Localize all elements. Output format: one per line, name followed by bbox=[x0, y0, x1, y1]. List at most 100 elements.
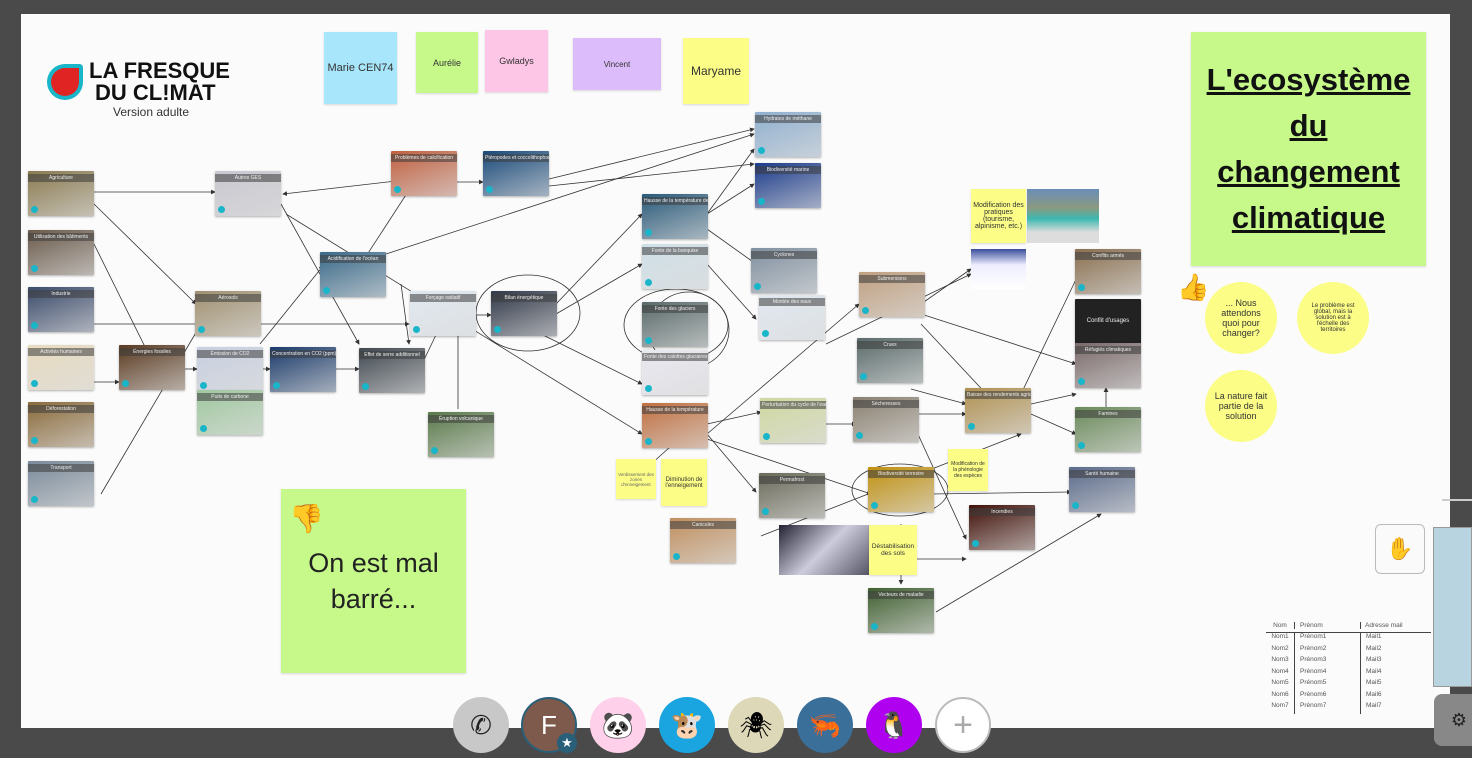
card-title: Bilan énergétique bbox=[491, 294, 557, 302]
ski-photo[interactable] bbox=[971, 249, 1026, 289]
participant-avatar[interactable]: 🐼 bbox=[590, 697, 646, 753]
idea-circle[interactable]: La nature fait partie de la solution bbox=[1205, 370, 1277, 442]
fresque-card[interactable]: Biodiversité marine bbox=[755, 163, 821, 208]
card-number-badge bbox=[362, 383, 369, 390]
note[interactable]: Verdissement des zones d'enneigement bbox=[616, 459, 656, 499]
user-avatar[interactable]: F★ bbox=[521, 697, 577, 753]
fresque-card[interactable]: Bilan énergétique bbox=[491, 291, 557, 336]
add-participant-button[interactable]: + bbox=[935, 697, 991, 753]
fresque-card[interactable]: Forçage radiatif bbox=[410, 291, 476, 336]
fresque-card[interactable]: Effet de serre additionnel bbox=[359, 348, 425, 393]
table-cell: Mail6 bbox=[1360, 690, 1420, 702]
participant-avatar[interactable]: 🕷 bbox=[728, 697, 784, 753]
fresque-card[interactable]: Submersions bbox=[859, 272, 925, 317]
gear-icon: ⚙ bbox=[1450, 709, 1468, 730]
fresque-card[interactable]: Perturbation du cycle de l'eau bbox=[760, 398, 826, 443]
fresque-card[interactable]: Concentration en CO2 (ppm) bbox=[270, 347, 336, 392]
zoom-slider[interactable] bbox=[1442, 499, 1472, 501]
fresque-card[interactable]: Activités humaines bbox=[28, 345, 94, 390]
card-title: Industrie bbox=[28, 290, 94, 298]
mountain-photo[interactable] bbox=[779, 525, 869, 575]
fresque-card[interactable]: Autres GES bbox=[215, 171, 281, 216]
fresque-card[interactable]: Fonte de la banquise bbox=[642, 244, 708, 289]
card-number-badge bbox=[31, 265, 38, 272]
fresque-card[interactable]: Permafrost bbox=[759, 473, 825, 518]
fresque-card[interactable]: Crues bbox=[857, 338, 923, 383]
fresque-card[interactable]: Montée des eaux bbox=[759, 295, 825, 340]
fresque-card[interactable]: Biodiversité terrestre bbox=[868, 467, 934, 512]
fresque-card[interactable]: Utilisation des bâtiments bbox=[28, 230, 94, 275]
fresque-card[interactable]: Vecteurs de maladie bbox=[868, 588, 934, 633]
fresque-card[interactable]: Ptéropodes et coccolithophores bbox=[483, 151, 549, 196]
mood-note[interactable]: On est mal barré... bbox=[281, 489, 466, 673]
fresque-card[interactable]: Famines bbox=[1075, 407, 1141, 452]
fresque-card[interactable]: Conflit d'usages bbox=[1075, 299, 1141, 344]
fresque-card[interactable]: Cyclones bbox=[751, 248, 817, 293]
logo-line2: DU CL!MAT bbox=[95, 80, 216, 105]
card-title: Déforestation bbox=[28, 405, 94, 413]
table-cell: Prénom6 bbox=[1294, 690, 1360, 702]
participant-note[interactable]: Aurélie bbox=[416, 32, 478, 93]
participant-avatar[interactable]: 🦐 bbox=[797, 697, 853, 753]
whiteboard-canvas[interactable]: LA FRESQUE DU CL!MAT Version adulte Mari… bbox=[21, 14, 1450, 728]
fresque-card[interactable]: Déforestation bbox=[28, 402, 94, 447]
idea-circle[interactable]: ... Nous attendons quoi pour changer? bbox=[1205, 282, 1277, 354]
card-number-badge bbox=[122, 380, 129, 387]
fresque-card[interactable]: Fonte des calottes glaciaires bbox=[642, 350, 708, 395]
fresque-card[interactable]: Fonte des glaciers bbox=[642, 302, 708, 347]
logo-subtitle: Version adulte bbox=[113, 105, 190, 119]
settings-button[interactable]: ⚙ bbox=[1434, 694, 1472, 746]
card-title: Transport bbox=[28, 464, 94, 472]
fresque-card[interactable]: Aérosols bbox=[195, 291, 261, 336]
fresque-card[interactable]: Canicules bbox=[670, 518, 736, 563]
participant-note[interactable]: Vincent bbox=[573, 38, 661, 90]
card-number-badge bbox=[494, 326, 501, 333]
fresque-card[interactable]: Conflits armés bbox=[1075, 249, 1141, 294]
fresque-card[interactable]: Hydrates de méthane bbox=[755, 112, 821, 157]
fresque-card[interactable]: Transport bbox=[28, 461, 94, 506]
minimap[interactable] bbox=[1433, 527, 1472, 687]
participant-avatar[interactable]: 🐧 bbox=[866, 697, 922, 753]
card-number-badge bbox=[763, 433, 770, 440]
thumbs-down-icon: 👎 bbox=[289, 503, 324, 534]
card-number-badge bbox=[394, 186, 401, 193]
note[interactable]: Modification des pratiques (tourisme, al… bbox=[971, 189, 1026, 243]
fresque-card[interactable]: Problèmes de calcification bbox=[391, 151, 457, 196]
pan-hand-button[interactable]: ✋ bbox=[1375, 524, 1425, 574]
card-title: Concentration en CO2 (ppm) bbox=[270, 350, 336, 358]
fresque-card[interactable]: Agriculture bbox=[28, 171, 94, 216]
card-number-badge bbox=[645, 385, 652, 392]
title-note[interactable]: L'ecosystème du changement climatique bbox=[1191, 32, 1426, 266]
hand-icon: ✋ bbox=[1386, 536, 1414, 561]
card-number-badge bbox=[31, 437, 38, 444]
participant-note[interactable]: Gwladys bbox=[485, 30, 548, 92]
fresque-card[interactable]: Santé humaine bbox=[1069, 467, 1135, 512]
fresque-card[interactable]: Baisse des rendements agricoles bbox=[965, 388, 1031, 433]
card-number-badge bbox=[762, 330, 769, 337]
note[interactable]: Déstabilisation des sols bbox=[869, 525, 917, 575]
participant-note[interactable]: Marie CEN74 bbox=[324, 32, 397, 104]
fresque-card[interactable]: Acidification de l'océan bbox=[320, 252, 386, 297]
fresque-card[interactable]: Puits de carbone bbox=[197, 390, 263, 435]
participant-avatar[interactable]: 🐮 bbox=[659, 697, 715, 753]
phone-button[interactable]: ✆ bbox=[453, 697, 509, 753]
fresque-card[interactable]: Industrie bbox=[28, 287, 94, 332]
note[interactable]: Modification de la phénologie des espèce… bbox=[948, 449, 988, 491]
fresque-card[interactable]: Énergies fossiles bbox=[119, 345, 185, 390]
table-cell: Prénom3 bbox=[1294, 656, 1360, 668]
table-cell: Prénom2 bbox=[1294, 644, 1360, 656]
fresque-card[interactable]: Éruption volcanique bbox=[428, 412, 494, 457]
table-cell: Nom1 bbox=[1271, 633, 1289, 640]
idea-circle[interactable]: Le problème est global, mais la solution… bbox=[1297, 282, 1369, 354]
lake-photo[interactable] bbox=[1027, 189, 1099, 243]
fresque-card[interactable]: Émission de CO2 bbox=[197, 347, 263, 392]
fresque-card[interactable]: Sécheresses bbox=[853, 397, 919, 442]
fresque-card[interactable]: Hausse de la température de l'eau bbox=[642, 194, 708, 239]
fresque-card[interactable]: Incendies bbox=[969, 505, 1035, 550]
card-number-badge bbox=[31, 496, 38, 503]
participant-note[interactable]: Maryame bbox=[683, 38, 749, 104]
note[interactable]: Diminution de l'enneigement bbox=[661, 459, 707, 506]
fresque-card[interactable]: Hausse de la température bbox=[642, 403, 708, 448]
fresque-card[interactable]: Réfugiés climatiques bbox=[1075, 343, 1141, 388]
